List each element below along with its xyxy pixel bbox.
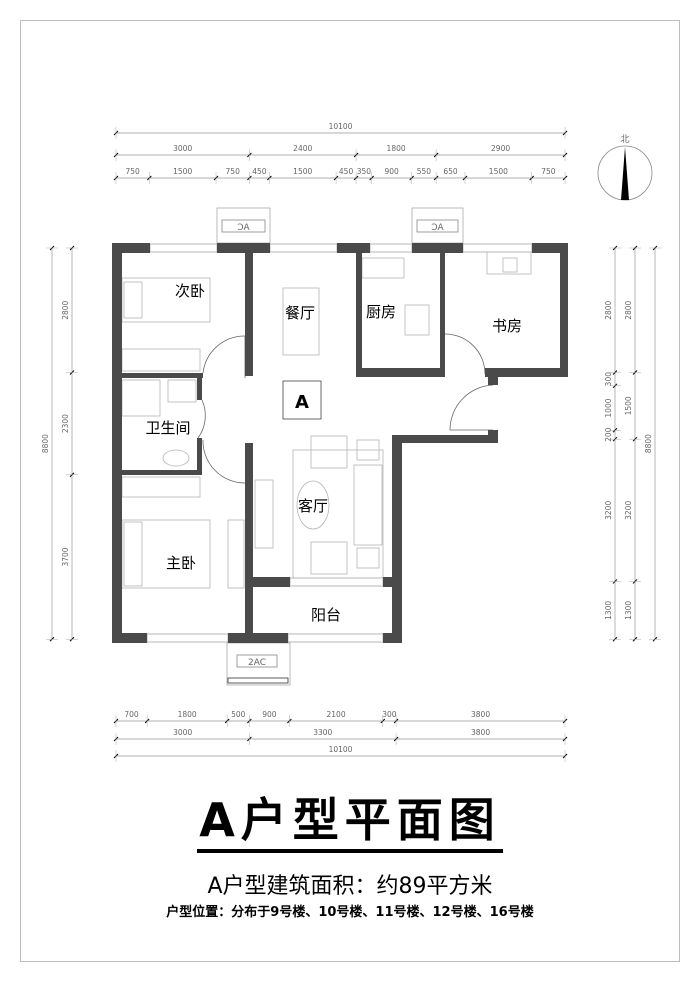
room-label-dining: 餐厅 (285, 304, 315, 322)
walls (112, 243, 568, 643)
title-underline (197, 849, 503, 853)
dim-top-detail-label: 1500 (489, 167, 508, 176)
dim-right-detail-label: 1300 (604, 601, 613, 620)
dim-right-detail-label: 3200 (604, 501, 613, 520)
dim-bottom-detail-label: 700 (124, 710, 139, 719)
dim-top-mid-label: 1800 (387, 144, 406, 153)
dim-right-detail-label: 2800 (604, 300, 613, 319)
dim-top-mid-label: 3000 (173, 144, 192, 153)
room-label-balcony: 阳台 (311, 606, 341, 624)
dim-left-detail-label: 2800 (61, 300, 70, 319)
dim-bottom-total-label: 10100 (329, 745, 353, 754)
room-label-living: 客厅 (298, 497, 328, 515)
dim-top-detail-label: 750 (226, 167, 241, 176)
furniture (121, 251, 532, 589)
dim-bottom-detail-label: 900 (262, 710, 277, 719)
dim-left-detail-label: 2300 (61, 414, 70, 433)
north-compass-icon: 北 (597, 134, 653, 201)
svg-text:2AC: 2AC (248, 658, 266, 668)
dim-left-total-label: 8800 (41, 434, 50, 453)
room-label-kitchen: 厨房 (366, 303, 396, 321)
north-label: 北 (620, 134, 629, 145)
location-caption: 户型位置：分布于9号楼、10号楼、11号楼、12号楼、16号楼 (166, 905, 534, 920)
room-label-bathroom: 卫生间 (145, 419, 190, 437)
dim-bottom-mid-label: 3300 (313, 728, 332, 737)
floor-plan: 10100 3000 2400 1800 2900 750 1500 750 450 1500 45… (41, 122, 661, 762)
dim-bottom-detail-label: 1800 (178, 710, 197, 719)
doors (197, 333, 494, 484)
dim-top-detail-label: 550 (417, 167, 432, 176)
ac-unit-top-right: AC (411, 207, 464, 244)
page-title: A户型平面图 (199, 793, 501, 847)
dim-bottom-detail-label: 3800 (471, 710, 490, 719)
dim-bottom-detail-label: 300 (382, 710, 397, 719)
dim-top-detail-label: 350 (357, 167, 372, 176)
dim-top-total-label: 10100 (329, 122, 353, 131)
ac-unit-top-left: AC (216, 207, 271, 244)
dim-left-detail-label: 3700 (61, 547, 70, 566)
dim-right-mid-label: 2800 (624, 300, 633, 319)
dimension-lines: 10100 3000 2400 1800 2900 750 1500 750 450 1500 45… (41, 122, 661, 762)
dim-bottom-mid-label: 3000 (173, 728, 192, 737)
dim-top-detail-label: 750 (541, 167, 556, 176)
svg-text:AC: AC (237, 223, 249, 233)
dim-bottom-detail-label: 2100 (327, 710, 346, 719)
room-label-study: 书房 (492, 317, 522, 335)
dim-right-detail-label: 200 (604, 427, 613, 442)
ac-unit-bottom: 2AC (226, 642, 291, 686)
dim-right-mid-label: 1300 (624, 601, 633, 620)
unit-mark: A (295, 392, 309, 413)
dim-top-mid-label: 2400 (293, 144, 312, 153)
dim-top-detail-label: 1500 (173, 167, 192, 176)
dim-top-detail-label: 450 (252, 167, 267, 176)
room-label-bedroom2: 次卧 (175, 282, 205, 300)
dim-right-detail-label: 300 (604, 372, 613, 387)
page-border (20, 20, 680, 962)
unit-mark-box (282, 380, 322, 420)
dim-top-mid-label: 2900 (491, 144, 510, 153)
dim-top-detail-label: 900 (384, 167, 399, 176)
dim-right-mid-label: 3200 (624, 501, 633, 520)
dim-top-detail-label: 750 (126, 167, 141, 176)
dim-right-mid-label: 1500 (624, 396, 633, 415)
dim-top-detail-label: 450 (339, 167, 354, 176)
room-label-master: 主卧 (166, 554, 196, 572)
dim-top-detail-label: 650 (443, 167, 458, 176)
svg-text:AC: AC (431, 223, 443, 233)
dim-right-total-label: 8800 (644, 434, 653, 453)
dim-bottom-detail-label: 500 (231, 710, 246, 719)
dim-bottom-mid-label: 3800 (471, 728, 490, 737)
area-caption: A户型建筑面积：约89平方米 (207, 874, 493, 899)
dim-right-detail-label: 1000 (604, 398, 613, 417)
dim-top-detail-label: 1500 (293, 167, 312, 176)
